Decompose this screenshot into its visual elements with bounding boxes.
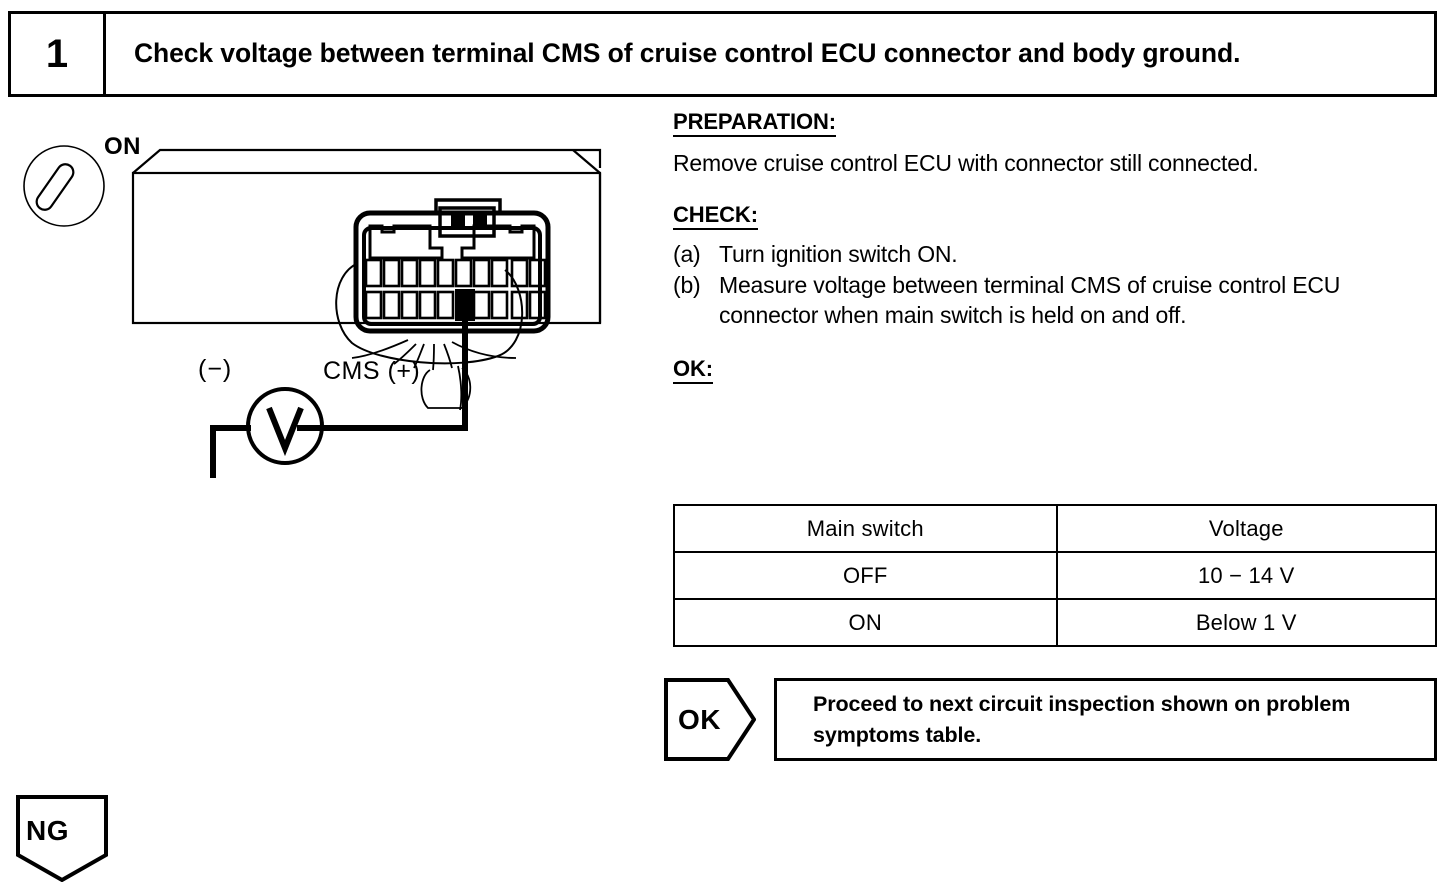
row-1-voltage: Below 1 V [1055, 598, 1437, 647]
step-title: Check voltage between terminal CMS of cr… [134, 38, 1241, 69]
ecu-connector-body [353, 198, 551, 334]
table-header-voltage: Voltage [1055, 504, 1437, 553]
negative-test-lead [210, 425, 251, 478]
check-item-a-text: Turn ignition switch ON. [719, 240, 958, 267]
probe-positive-label: CMS (+) [323, 357, 421, 385]
check-item-b-text: Measure voltage between terminal CMS of … [719, 271, 1341, 329]
table-row: OFF 10 − 14 V [673, 551, 1437, 600]
ok-heading: OK: [673, 356, 713, 384]
wiring-diagram [0, 108, 660, 478]
ok-result-text: Proceed to next circuit inspection shown… [813, 691, 1351, 747]
connector-terminals [364, 258, 547, 320]
table-header-main-switch: Main switch [673, 504, 1058, 553]
ok-heading-wrap: OK: [673, 356, 1437, 384]
check-item-a-marker: (a) [673, 240, 701, 267]
ok-badge-shape [664, 678, 756, 761]
instructions-column: PREPARATION: Remove cruise control ECU w… [673, 109, 1437, 384]
row-0-main-switch: OFF [673, 551, 1058, 600]
check-item-a: (a) Turn ignition switch ON. [673, 239, 1437, 270]
table-header-row: Main switch Voltage [673, 504, 1437, 553]
probe-negative-label: (−) [198, 355, 233, 383]
row-0-voltage: 10 − 14 V [1055, 551, 1437, 600]
check-heading-wrap: CHECK: [673, 202, 1437, 230]
positive-test-lead [297, 315, 468, 431]
preparation-heading: PREPARATION: [673, 109, 836, 138]
step-header: 1 Check voltage between terminal CMS of … [8, 11, 1437, 97]
ok-specification-table: Main switch Voltage OFF 10 − 14 V ON Bel… [673, 504, 1437, 647]
ok-badge-label: OK [678, 704, 721, 735]
step-title-cell: Check voltage between terminal CMS of cr… [106, 14, 1434, 94]
preparation-text: Remove cruise control ECU with connector… [673, 150, 1259, 177]
wire-bundle [351, 339, 517, 411]
ng-badge-label: NG [26, 815, 69, 846]
preparation-heading-wrap: PREPARATION: [673, 109, 1437, 138]
step-number-cell: 1 [11, 14, 106, 94]
ok-result-textbox: Proceed to next circuit inspection shown… [774, 678, 1437, 761]
check-item-b: (b) Measure voltage between terminal CMS… [673, 270, 1437, 331]
step-number: 1 [45, 32, 69, 76]
check-list: (a) Turn ignition switch ON. (b) Measure… [673, 239, 1437, 331]
ok-result-callout: OK Proceed to next circuit inspection sh… [664, 678, 1437, 761]
table-row: ON Below 1 V [673, 598, 1437, 647]
ignition-key-icon [23, 145, 105, 227]
diagram-svg [23, 145, 602, 478]
check-heading: CHECK: [673, 202, 758, 230]
check-item-b-marker: (b) [673, 271, 701, 298]
ignition-on-label: ON [104, 133, 141, 160]
ng-badge-shape [16, 795, 108, 882]
row-1-main-switch: ON [673, 598, 1058, 647]
